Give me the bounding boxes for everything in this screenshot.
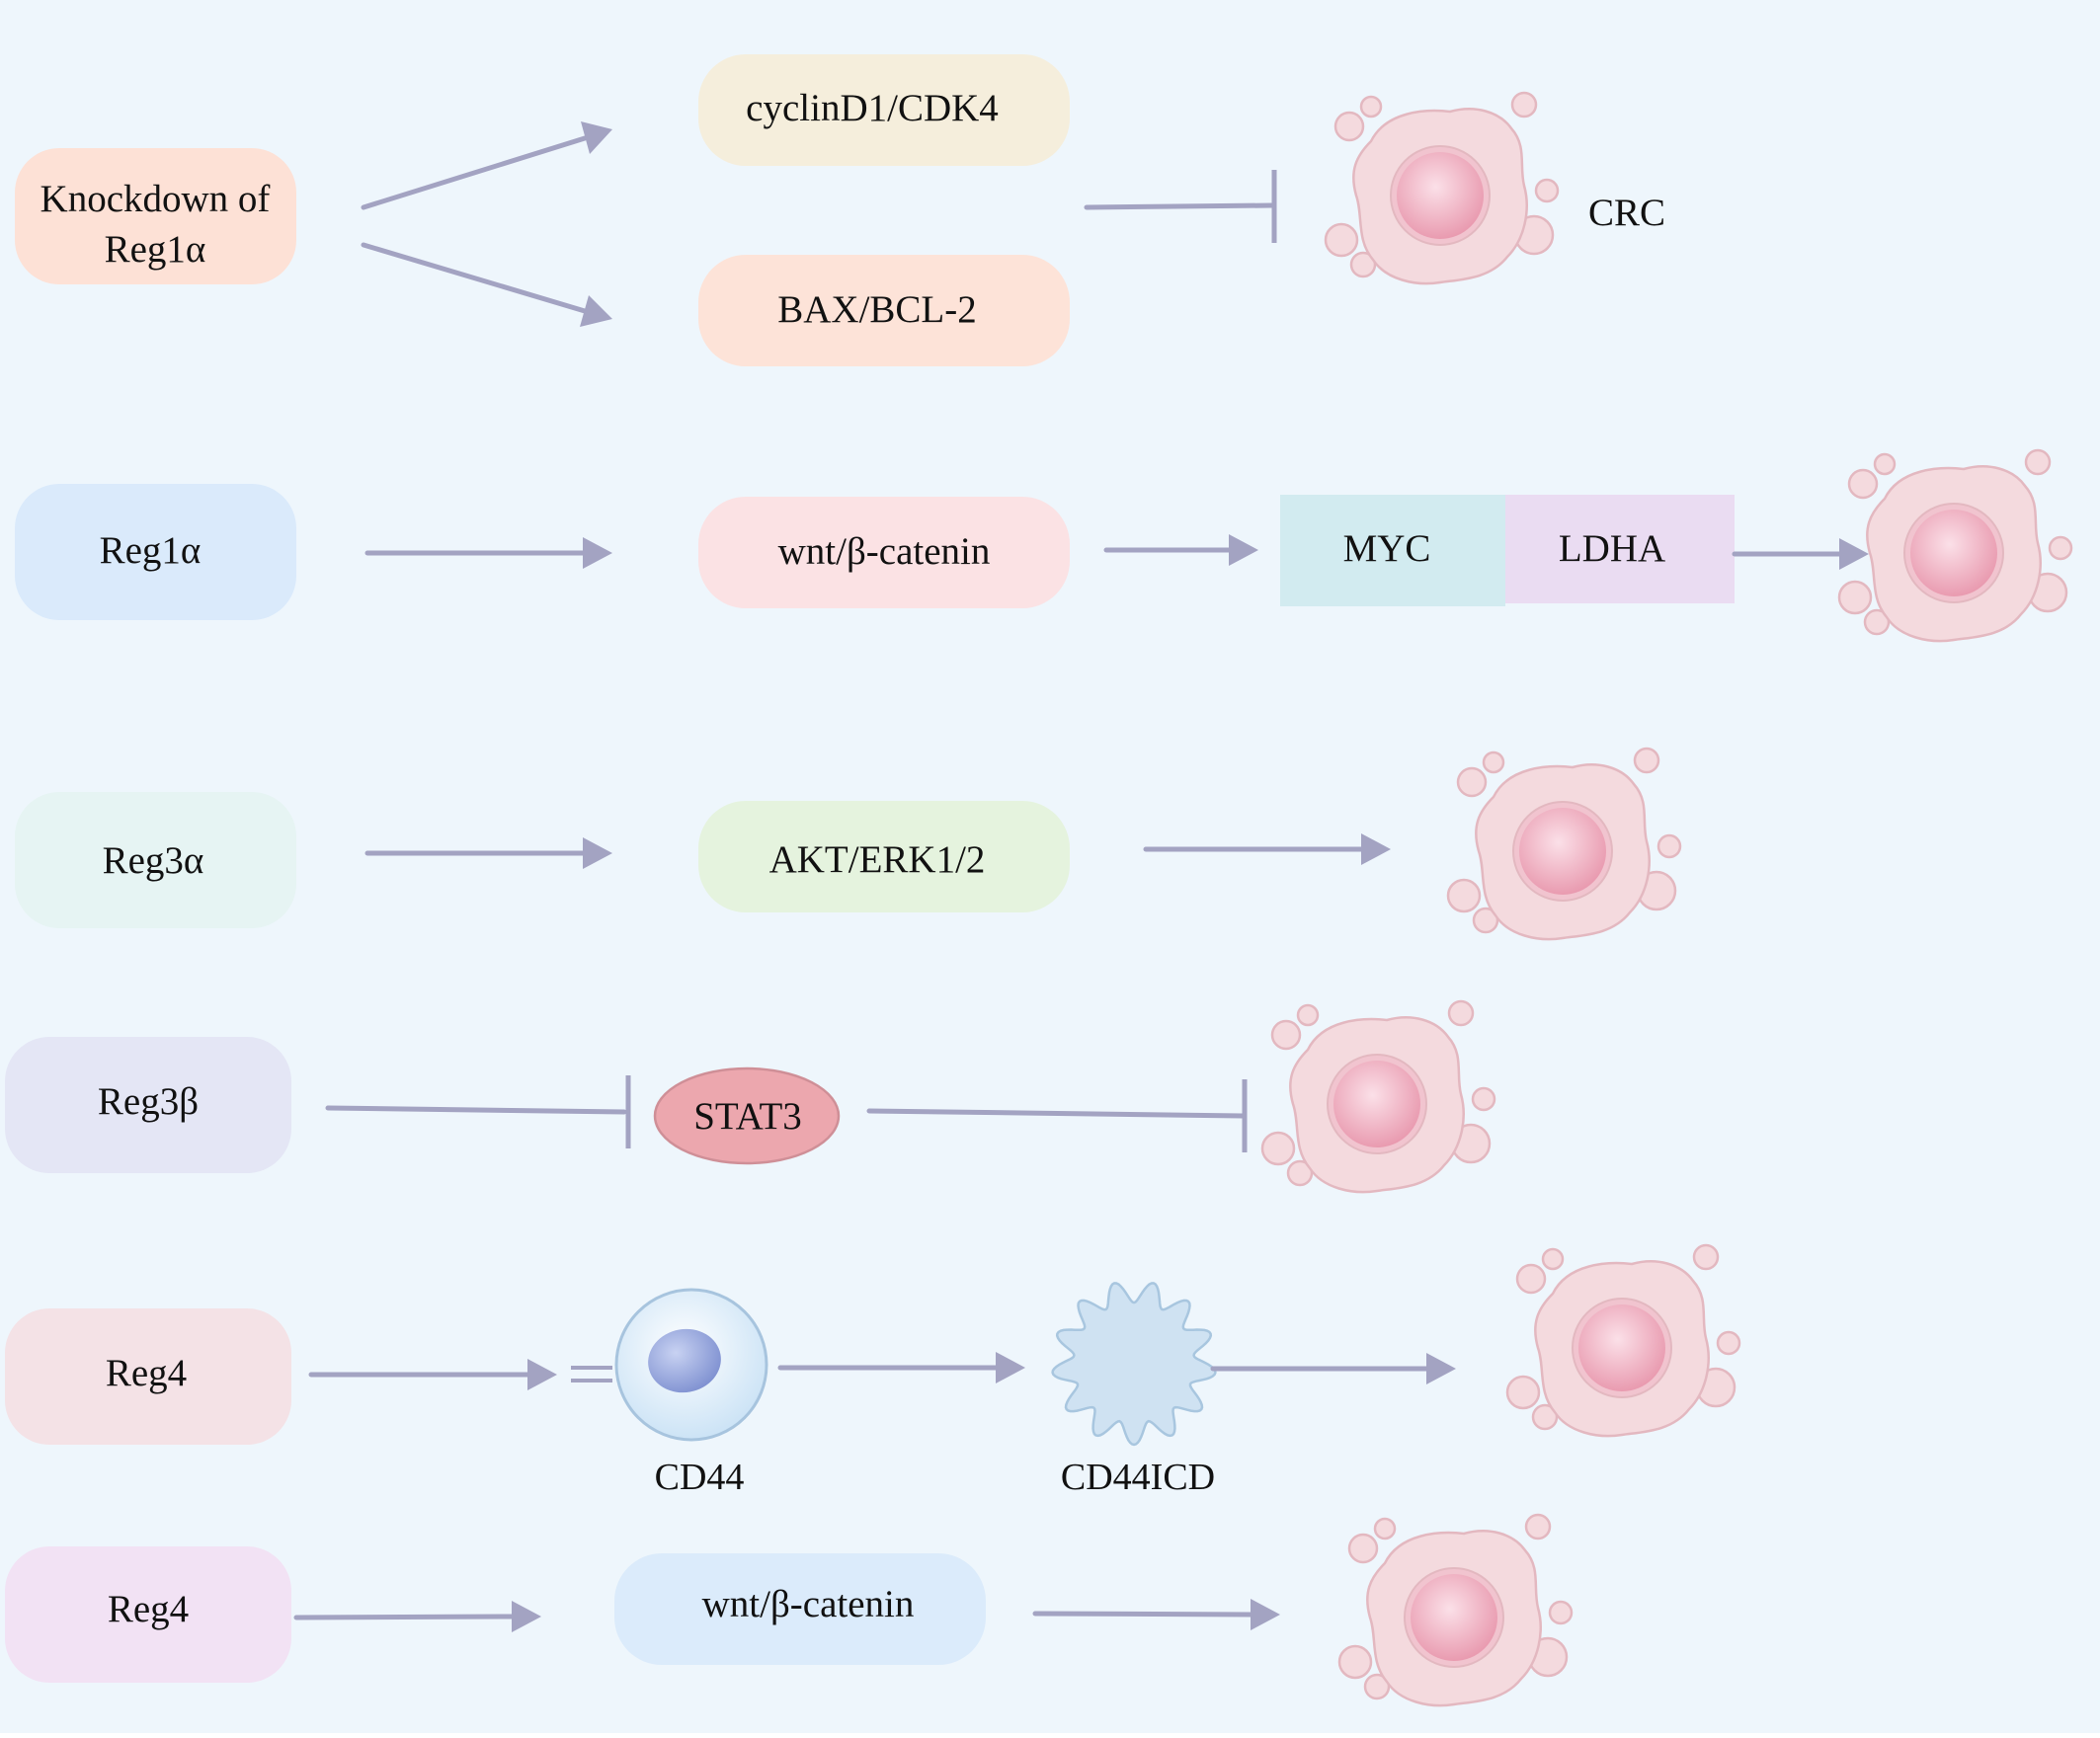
row-2: Reg1α wnt/β-catenin MYC LDHA <box>15 448 2073 643</box>
row-5: Reg4 CD44 CD44ICD <box>5 1243 1741 1498</box>
receptor-label: CD44 <box>655 1457 745 1498</box>
arrowhead-icon <box>583 537 612 569</box>
arrowhead-icon <box>1839 538 1869 570</box>
mediator-label: STAT3 <box>693 1095 802 1138</box>
row-3: Reg3α AKT/ERK1/2 <box>15 747 1682 941</box>
source-node-reg4: Reg4 <box>5 1308 291 1445</box>
inhibit-line-to-stat3 <box>325 1105 627 1115</box>
target-node-bax-bcl2: BAX/BCL-2 <box>698 255 1070 366</box>
pathway-label: wnt/β-catenin <box>702 1583 915 1625</box>
marker-node-myc: MYC <box>1280 495 1505 606</box>
inhibit-line-to-tumor <box>866 1108 1246 1119</box>
fragment-label: CD44ICD <box>1061 1457 1215 1498</box>
target-node-cyclind1-cdk4: cyclinD1/CDK4 <box>698 54 1070 166</box>
cd44icd-fragment-icon <box>1051 1282 1217 1447</box>
source-node-reg3b: Reg3β <box>5 1037 291 1173</box>
pathway-label: AKT/ERK1/2 <box>769 838 986 881</box>
source-node-reg4-second: Reg4 <box>5 1546 291 1683</box>
arrowhead-icon <box>1229 534 1258 566</box>
target-label-cyclind1-cdk4: cyclinD1/CDK4 <box>746 87 999 129</box>
source-node-reg1a: Reg1α <box>15 484 296 620</box>
source-label: Reg4 <box>108 1588 189 1630</box>
receptor-cd44-cell-icon <box>614 1288 768 1442</box>
arrowhead-icon <box>512 1601 541 1632</box>
row-4: Reg3β STAT3 <box>5 999 1496 1194</box>
arrowhead-icon <box>583 837 612 869</box>
arrow-to-wnt <box>293 1614 517 1620</box>
arrow-to-bax <box>361 242 588 314</box>
source-label-line-1: Knockdown of <box>40 178 271 220</box>
pathway-label: wnt/β-catenin <box>778 530 991 573</box>
source-label-line-2: Reg1α <box>105 228 206 271</box>
target-label-bax-bcl2: BAX/BCL-2 <box>777 288 977 331</box>
row-6: Reg4 wnt/β-catenin <box>5 1513 1574 1707</box>
source-label: Reg1α <box>100 529 202 572</box>
marker-label-ldha: LDHA <box>1559 527 1665 570</box>
source-label: Reg3α <box>103 839 204 882</box>
pathway-node-wnt-beta-catenin: wnt/β-catenin <box>698 497 1070 608</box>
pathway-node-akt-erk: AKT/ERK1/2 <box>698 801 1070 912</box>
source-node-knockdown-reg1a: Knockdown of Reg1α <box>15 148 296 284</box>
outcome-label-crc: CRC <box>1588 192 1665 234</box>
arrowhead-icon <box>527 1359 557 1390</box>
arrow-to-cyclind1 <box>361 135 588 210</box>
arrowhead-icon <box>996 1352 1025 1383</box>
mediator-node-stat3: STAT3 <box>653 1066 841 1165</box>
row-1: Knockdown of Reg1α cyclinD1/CDK4 BAX/BCL… <box>15 54 1665 366</box>
inhibit-line-row-1 <box>1084 202 1275 210</box>
marker-label-myc: MYC <box>1343 527 1431 570</box>
marker-node-ldha: LDHA <box>1505 495 1735 603</box>
arrowhead-icon <box>1361 833 1391 865</box>
arrowhead-bax-icon <box>580 295 612 327</box>
arrowhead-cyclind1-icon <box>581 121 612 154</box>
arrow-to-tumor <box>1032 1611 1255 1618</box>
pathway-node-wnt-beta-catenin-second: wnt/β-catenin <box>614 1553 986 1665</box>
source-label: Reg4 <box>106 1352 187 1394</box>
source-node-reg3a: Reg3α <box>15 792 296 928</box>
source-label: Reg3β <box>98 1080 199 1123</box>
arrowhead-icon <box>1426 1353 1456 1384</box>
arrowhead-icon <box>1251 1599 1280 1630</box>
